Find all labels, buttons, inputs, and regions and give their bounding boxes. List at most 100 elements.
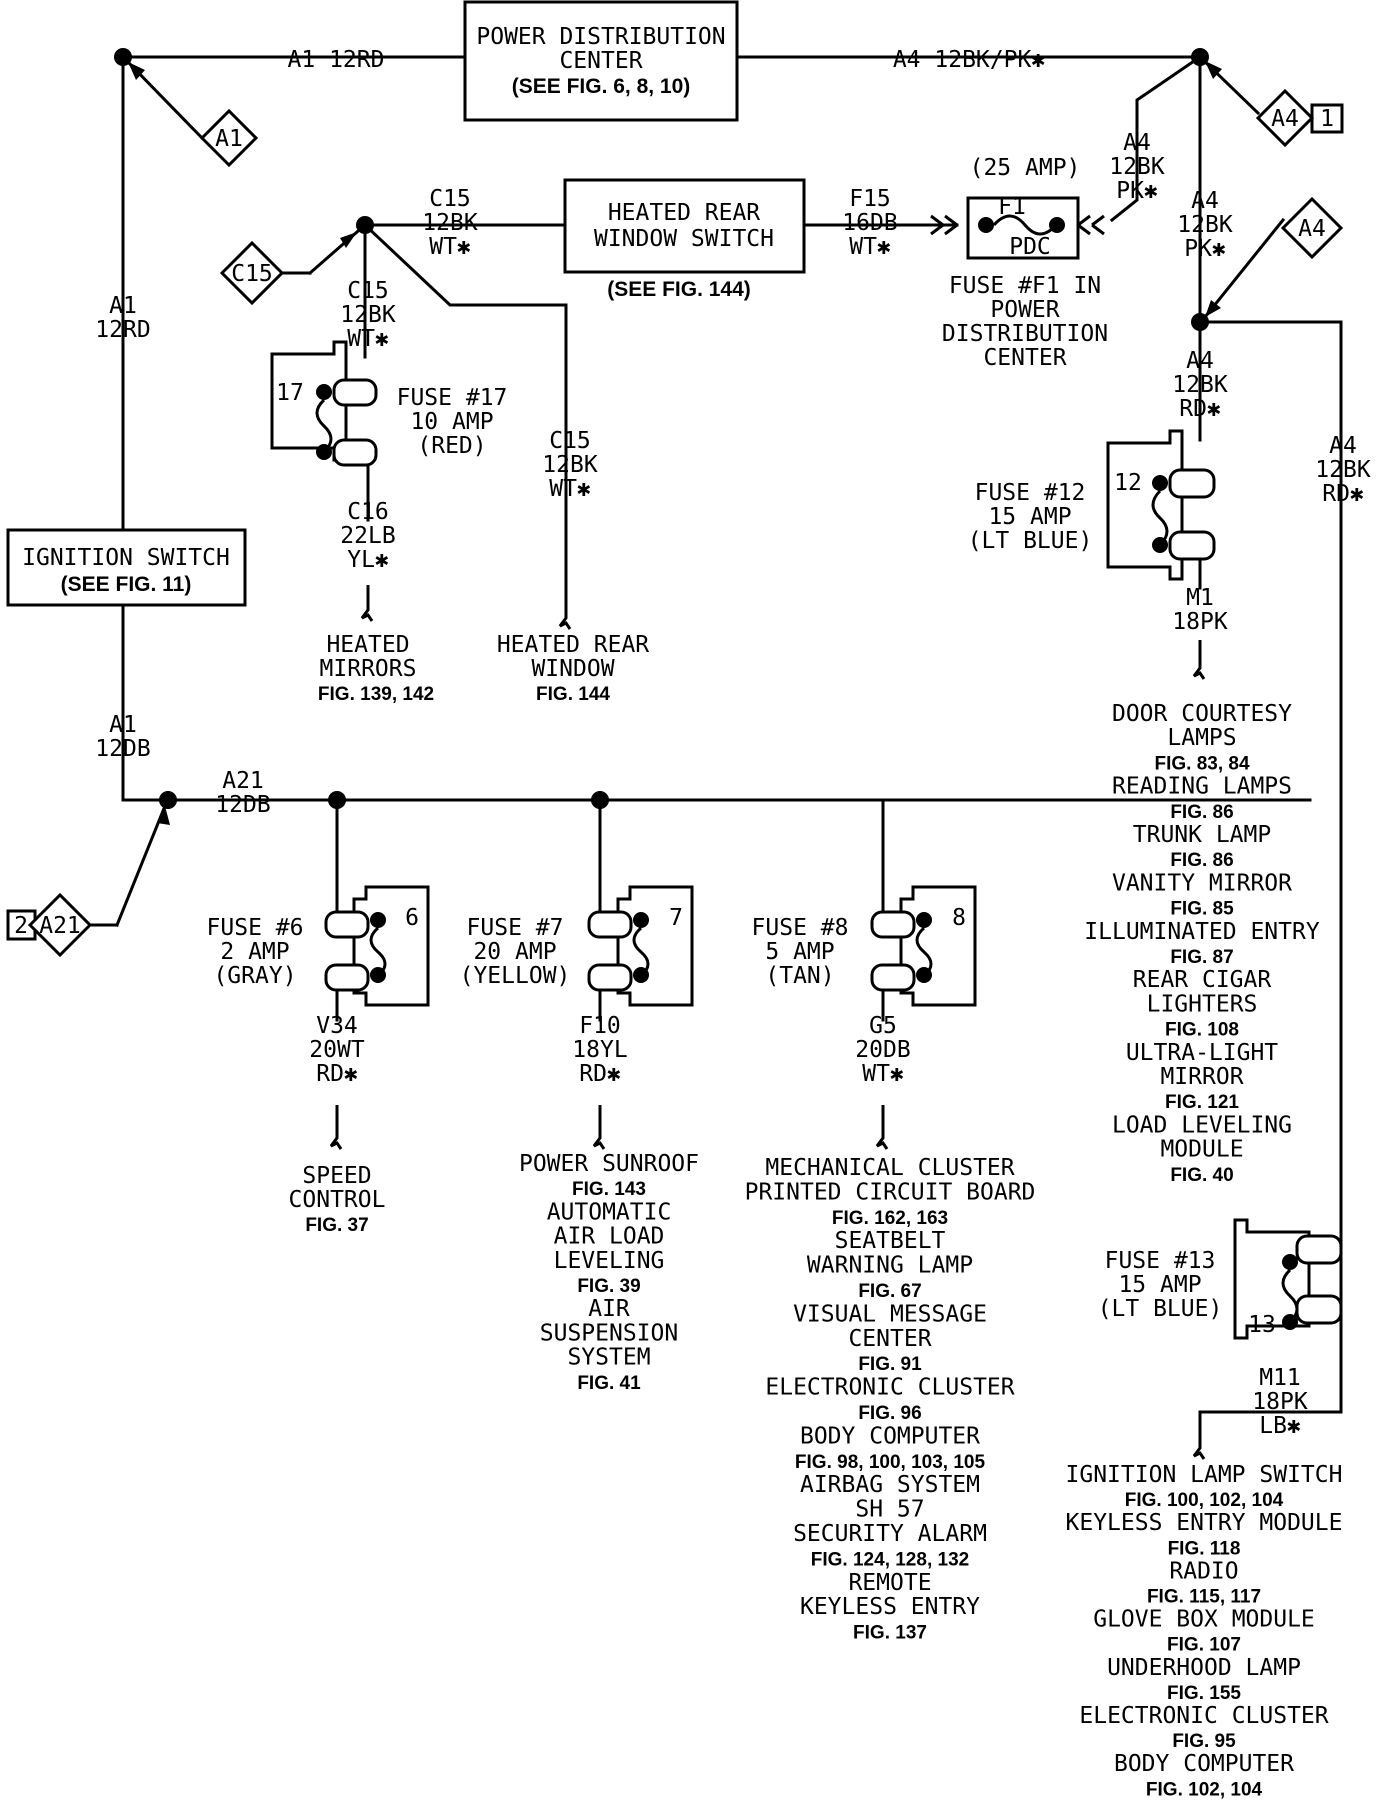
svg-text:RD✱: RD✱ [1322, 481, 1364, 507]
hrw-switch-line1: HEATED REAR [608, 200, 760, 226]
svg-text:M11: M11 [1259, 1365, 1301, 1391]
splice-a21 [159, 791, 177, 809]
svg-text:A21: A21 [39, 913, 81, 939]
load-heated-mirrors: HEATED MIRRORS FIG. 139, 142 [318, 632, 434, 705]
sunroof-line-1: FIG. 143 [572, 1179, 646, 1200]
ignition_lamp-line-5: FIG. 115, 117 [1147, 1587, 1261, 1608]
svg-text:WT✱: WT✱ [549, 476, 591, 502]
fuse-7: 7 FUSE #7 20 AMP (YELLOW) [460, 885, 694, 1007]
svg-text:20WT: 20WT [309, 1037, 365, 1063]
svg-text:12BK: 12BK [340, 302, 396, 328]
sunroof-line-8: SYSTEM [567, 1345, 650, 1371]
svg-text:C15: C15 [231, 261, 273, 287]
svg-text:WT✱: WT✱ [849, 234, 891, 260]
fuse-6-num: 6 [405, 905, 419, 931]
courtesy-line-2: FIG. 83, 84 [1154, 753, 1249, 774]
courtesy-line-10: FIG. 87 [1170, 947, 1233, 968]
wire-a1-top-label: A1 12RD [288, 47, 385, 73]
sunroof-line-6: AIR [588, 1296, 630, 1322]
cluster-line-14: SH 57 [855, 1497, 924, 1523]
courtesy-line-18: MODULE [1160, 1137, 1243, 1163]
svg-text:C15: C15 [347, 278, 389, 304]
fuse-12-amp: 15 AMP [988, 504, 1071, 530]
load-heated-rear-window: HEATED REAR WINDOW FIG. 144 [497, 632, 649, 705]
cluster-line-0: MECHANICAL CLUSTER [765, 1155, 1014, 1181]
fuse-f1-id: F1 [998, 194, 1026, 220]
cluster-line-7: CENTER [848, 1326, 931, 1352]
fuse-13-num: 13 [1248, 1312, 1276, 1338]
svg-text:WT✱: WT✱ [347, 326, 389, 352]
svg-text:SPEED: SPEED [302, 1163, 371, 1189]
pdc-line2: CENTER [559, 48, 642, 74]
fuse-8-label: FUSE #8 [752, 915, 849, 941]
svg-text:PK✱: PK✱ [1116, 178, 1158, 204]
svg-text:CONTROL: CONTROL [289, 1187, 386, 1213]
ignition_lamp-line-0: IGNITION LAMP SWITCH [1066, 1462, 1343, 1488]
fuse-7-num: 7 [669, 905, 683, 931]
wire-a4-top-label: A4 12BK/PK✱ [893, 47, 1045, 73]
ignition_lamp-line-13: FIG. 102, 104 [1146, 1779, 1263, 1800]
fuse-6-color: (GRAY) [213, 963, 296, 989]
svg-text:RD✱: RD✱ [1179, 396, 1221, 422]
connector-c15: C15 [219, 240, 312, 306]
sunroof-line-4: LEVELING [554, 1248, 665, 1274]
svg-text:12BK: 12BK [1172, 372, 1228, 398]
cluster-line-19: FIG. 137 [853, 1623, 927, 1644]
svg-text:18PK: 18PK [1172, 609, 1228, 635]
splice-c15 [356, 216, 374, 234]
svg-text:18PK: 18PK [1252, 1389, 1308, 1415]
fuse-6: 6 FUSE #6 2 AMP (GRAY) [207, 885, 430, 1007]
connector-a21-pin2: 2 A21 [6, 892, 119, 958]
fuse-17-color: (RED) [417, 433, 486, 459]
splice-a4 [1191, 48, 1209, 66]
svg-text:2: 2 [14, 913, 28, 939]
svg-text:12BK: 12BK [422, 210, 478, 236]
fuse-7-color: (YELLOW) [460, 963, 571, 989]
cluster-line-15: SECURITY ALARM [793, 1521, 987, 1547]
svg-text:16DB: 16DB [842, 210, 897, 236]
svg-text:HEATED: HEATED [326, 632, 409, 658]
fuse-12-num: 12 [1114, 470, 1142, 496]
fuse-6-label: FUSE #6 [207, 915, 304, 941]
courtesy-line-9: ILLUMINATED ENTRY [1084, 919, 1320, 945]
ignition_lamp-line-9: FIG. 155 [1167, 1683, 1241, 1704]
svg-text:RD✱: RD✱ [316, 1061, 358, 1087]
svg-text:C16: C16 [347, 499, 389, 525]
fuse-8-num: 8 [952, 905, 966, 931]
ignition_lamp-line-6: GLOVE BOX MODULE [1093, 1607, 1315, 1633]
ignition_lamp-line-11: FIG. 95 [1172, 1731, 1236, 1752]
load-speed-control: SPEED CONTROL FIG. 37 [289, 1163, 386, 1236]
pdc-ref: (SEE FIG. 6, 8, 10) [512, 75, 691, 98]
sunroof-line-0: POWER SUNROOF [519, 1151, 699, 1177]
svg-text:22LB: 22LB [340, 523, 395, 549]
cluster-line-10: FIG. 96 [858, 1403, 921, 1424]
courtesy-line-13: FIG. 108 [1165, 1020, 1239, 1041]
svg-text:12RD: 12RD [95, 317, 150, 343]
courtesy-line-7: VANITY MIRROR [1112, 870, 1292, 896]
fuse-13-color: (LT BLUE) [1098, 1296, 1223, 1322]
cluster-line-5: FIG. 67 [858, 1281, 921, 1302]
fuse-f1-desc3: DISTRIBUTION [942, 321, 1108, 347]
hrw-switch-ref: (SEE FIG. 144) [607, 278, 751, 301]
svg-text:20DB: 20DB [855, 1037, 910, 1063]
courtesy-line-11: REAR CIGAR [1133, 967, 1272, 993]
svg-text:12DB: 12DB [95, 736, 150, 762]
splice-fuse6 [328, 791, 346, 809]
svg-text:12DB: 12DB [215, 792, 270, 818]
fuse-7-label: FUSE #7 [467, 915, 564, 941]
cluster-line-12: FIG. 98, 100, 103, 105 [795, 1452, 986, 1473]
svg-text:WT✱: WT✱ [429, 234, 471, 260]
fuse-8: 8 FUSE #8 5 AMP (TAN) [752, 885, 977, 1007]
fuse-17-amp: 10 AMP [410, 409, 493, 435]
cluster-line-11: BODY COMPUTER [800, 1423, 980, 1449]
svg-text:WINDOW: WINDOW [531, 656, 614, 682]
svg-text:A4: A4 [1298, 216, 1326, 242]
fuse-12-label: FUSE #12 [975, 480, 1086, 506]
svg-text:A1: A1 [109, 293, 137, 319]
courtesy-line-19: FIG. 40 [1170, 1165, 1233, 1186]
courtesy-line-15: MIRROR [1160, 1064, 1243, 1090]
svg-text:A4: A4 [1191, 188, 1219, 214]
courtesy-line-17: LOAD LEVELING [1112, 1112, 1292, 1138]
